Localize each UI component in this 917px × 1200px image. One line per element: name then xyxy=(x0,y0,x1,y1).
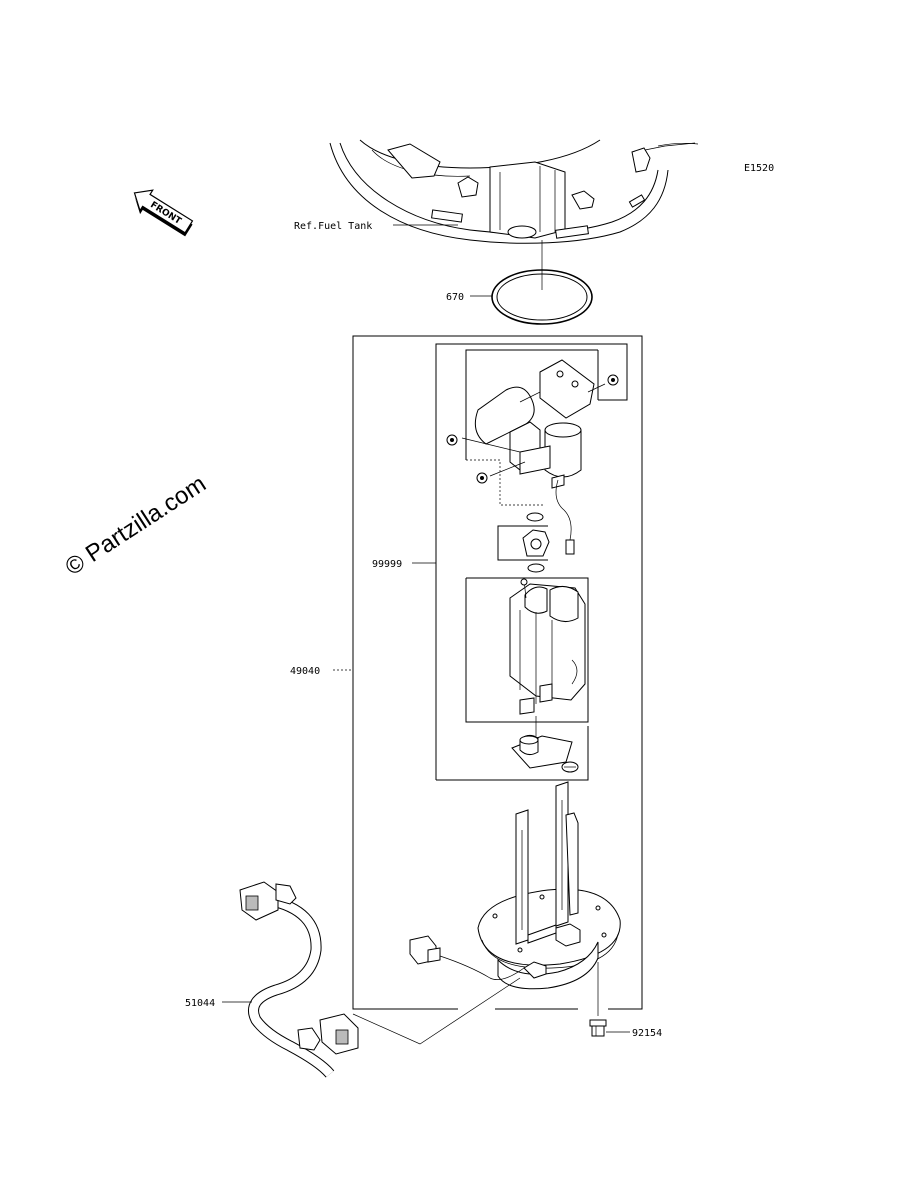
callout-bolt: 92154 xyxy=(632,1028,662,1039)
plate-connector xyxy=(409,935,525,980)
fuel-filter xyxy=(511,734,573,769)
bracket-49040 xyxy=(352,335,643,1010)
fuel-hose xyxy=(239,881,359,1078)
bolt xyxy=(589,1019,607,1037)
callout-hose: 51044 xyxy=(185,998,215,1009)
gasket-ring xyxy=(491,269,593,325)
callout-pump-assembly: 49040 xyxy=(290,666,320,677)
callout-fuel-tank: Ref.Fuel Tank xyxy=(294,221,372,232)
bracket-99999 xyxy=(435,343,628,780)
diagram-code: E1520 xyxy=(744,163,774,174)
o-ring xyxy=(527,563,545,573)
pump-base-plate xyxy=(477,781,621,990)
front-arrow-icon: FRONT xyxy=(133,189,194,237)
fuel-level-sender xyxy=(474,359,595,555)
callout-assembly-inner: 99999 xyxy=(372,559,402,570)
watermark: © Partzilla.com xyxy=(61,470,211,581)
o-ring xyxy=(526,512,544,522)
fuel-tank-ref xyxy=(329,139,699,290)
fuel-pump xyxy=(509,578,586,715)
callout-gasket: 670 xyxy=(446,292,464,303)
